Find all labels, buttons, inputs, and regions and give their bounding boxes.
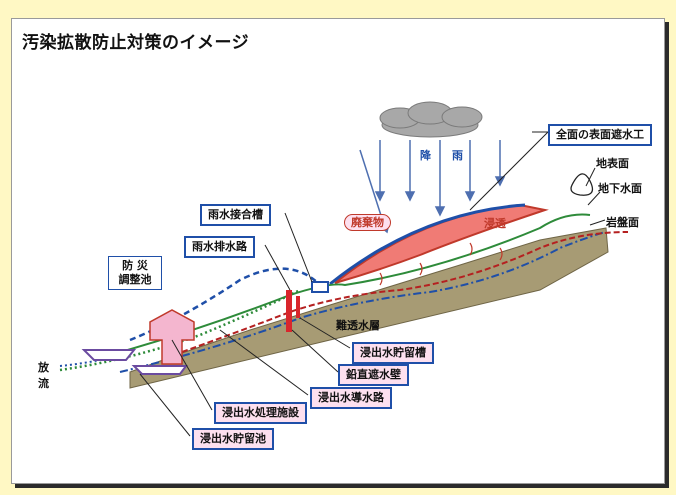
rain-arrows [359,140,506,234]
bedrock-line [164,231,629,359]
label-vertical-wall: 鉛直遮水壁 [338,364,409,387]
label-rain-junction-tank: 雨水接合槽 [200,204,271,227]
label-impermeable-layer: 難透水層 [336,319,380,332]
percolation-marks [379,242,503,286]
label-groundwater: 地下水面 [598,182,642,195]
label-leachate-conduit: 浸出水導水路 [310,387,392,410]
vertical-cutoff-wall-2 [296,296,300,318]
label-bedrock: 岩盤面 [606,216,639,229]
label-ground-surface: 地表面 [596,157,629,170]
ground-surface-line [109,213,591,356]
contour-scribble [570,173,594,196]
cloud [379,101,483,138]
leader-lines [139,131,606,437]
rain-tank [311,281,329,293]
label-rain-drainage: 雨水排水路 [184,236,255,259]
label-adjust-pond: 調整池 [118,272,152,286]
page-title: 汚染拡散防止対策のイメージ [22,33,250,53]
vertical-cutoff-wall [286,290,292,332]
leachate-line [59,288,301,372]
label-discharge-2: 流 [38,377,49,390]
label-disaster-pond: 防 災 調整池 [108,256,162,290]
disaster-pond [81,349,137,361]
label-waste: 廃棄物 [344,214,391,231]
label-full-surface-seal: 全面の表面遮水工 [548,124,652,147]
label-leachate-treatment: 浸出水処理施設 [214,402,307,425]
outflow-line [59,359,101,367]
label-disaster: 防 災 [122,259,148,272]
surface-seal-line [329,203,526,286]
label-u: 雨 [452,149,463,162]
label-leachate-tank: 浸出水貯留槽 [352,342,434,365]
label-kou: 降 [420,149,431,162]
label-leachate-storage-pond: 浸出水貯留池 [192,428,274,451]
label-discharge-1: 放 [38,361,49,374]
storage-pond [131,365,188,375]
label-percolation: 浸透 [484,217,506,230]
treatment-facility [149,309,195,365]
